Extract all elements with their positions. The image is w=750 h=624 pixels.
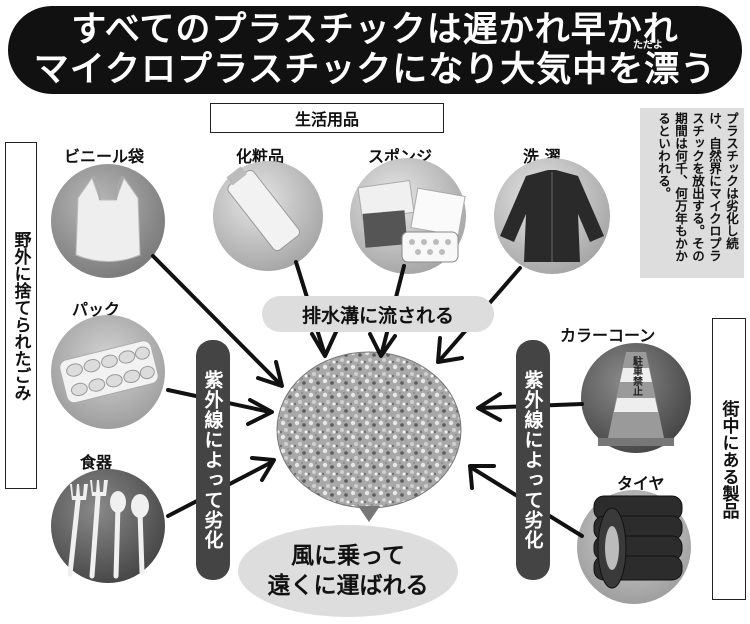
label-tableware: 食器 bbox=[80, 453, 113, 472]
title-line-1: すべてのプラスチックは遅かれ早かれ bbox=[71, 10, 679, 50]
label-uv-left: 紫外線によって劣化 bbox=[196, 340, 230, 580]
category-street-products: 街中にある製品 bbox=[712, 318, 746, 600]
label-wind-line-2: 遠くに運ばれる bbox=[267, 573, 429, 599]
traffic-cone-photo bbox=[581, 343, 691, 453]
title-line-2: マイクロプラスチックになり大気中を漂う bbox=[33, 50, 717, 90]
degradation-note: プラスチックは劣化し続け、自然界にマイクロプラスチックを放出する。その期間は何千… bbox=[640, 108, 744, 278]
category-outdoor-litter: 野外に捨てられたごみ bbox=[5, 142, 37, 489]
tire-photo bbox=[577, 490, 691, 604]
title-ruby: ただよ bbox=[633, 40, 663, 51]
label-uv-right: 紫外線によって劣化 bbox=[516, 340, 550, 580]
label-wind-bubble: 風に乗って 遠くに運ばれる bbox=[238, 525, 458, 617]
cosmetics-photo bbox=[213, 161, 323, 271]
sponge-photo bbox=[350, 158, 466, 274]
category-daily-goods: 生活用品 bbox=[210, 103, 444, 133]
tableware-photo bbox=[51, 469, 165, 583]
label-pack: パック bbox=[72, 300, 121, 319]
label-vinyl-bag: ビニール袋 bbox=[64, 147, 145, 166]
traffic-cone-sign-text: 駐車禁止 bbox=[631, 355, 644, 396]
vinyl-bag-photo bbox=[51, 164, 165, 278]
pack-photo bbox=[51, 315, 165, 429]
label-wind-line-1: 風に乗って bbox=[291, 543, 405, 569]
title-banner: すべてのプラスチックは遅かれ早かれ マイクロプラスチックになり大気中を漂う bbox=[8, 6, 742, 94]
laundry-photo bbox=[494, 158, 610, 274]
label-tire: タイヤ bbox=[617, 474, 665, 493]
microplastic-particles bbox=[276, 351, 462, 509]
label-drain: 排水溝に流される bbox=[262, 296, 494, 332]
label-traffic-cone: カラーコーン bbox=[560, 326, 656, 345]
